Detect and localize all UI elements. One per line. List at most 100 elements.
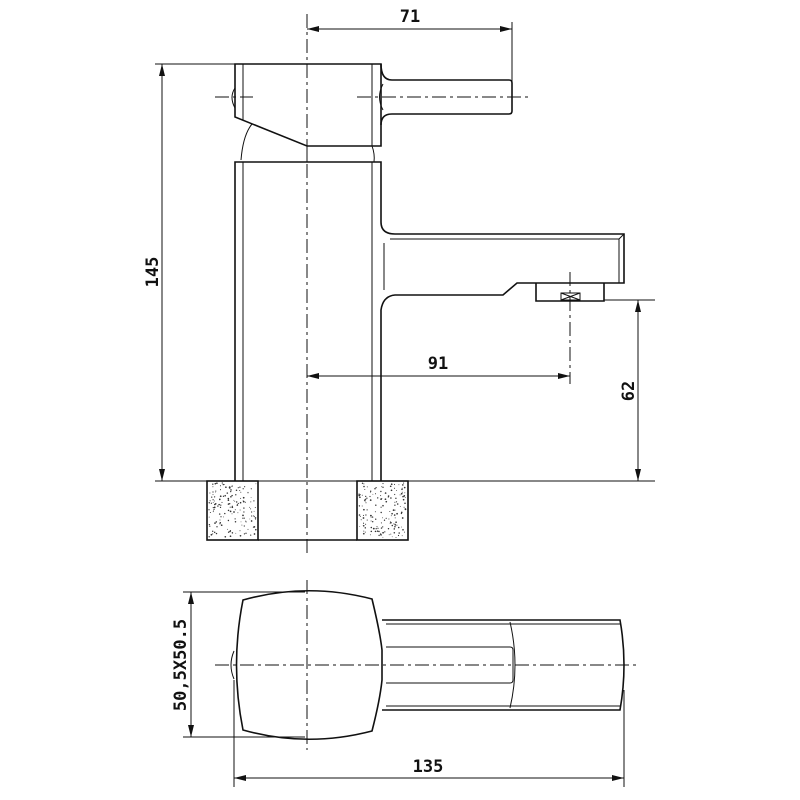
stone-texture-dot bbox=[212, 530, 214, 532]
stone-texture-dot bbox=[364, 498, 367, 501]
stone-texture-dot bbox=[231, 506, 234, 509]
stone-texture-dot bbox=[363, 483, 365, 485]
stone-texture-dot bbox=[388, 534, 390, 536]
stone-texture-dot bbox=[250, 488, 252, 490]
stone-texture-dot bbox=[242, 500, 244, 502]
stone-texture-dot bbox=[219, 506, 222, 509]
stone-texture-dot bbox=[404, 497, 406, 499]
stone-texture-dot bbox=[219, 485, 222, 487]
stone-texture-dot bbox=[374, 488, 376, 490]
stone-texture-dot bbox=[365, 495, 367, 498]
top-view: 50,5X50.5 135 bbox=[171, 580, 640, 787]
stone-texture-dot bbox=[214, 482, 217, 485]
stone-texture-dot bbox=[394, 493, 396, 496]
stone-texture-dot bbox=[213, 506, 216, 509]
stone-texture-dot bbox=[233, 499, 235, 501]
stone-texture-dot bbox=[234, 500, 236, 502]
stone-texture-dot bbox=[220, 516, 222, 518]
stone-texture-dot bbox=[366, 519, 368, 521]
stone-texture-dot bbox=[208, 523, 211, 526]
stone-texture-dot bbox=[243, 517, 245, 519]
stone-texture-dot bbox=[376, 526, 378, 528]
stone-texture-dot bbox=[212, 499, 214, 501]
dimension-62: 62 bbox=[604, 299, 655, 481]
stone-texture-dot bbox=[249, 506, 251, 508]
stone-texture-dot bbox=[402, 498, 405, 501]
stone-texture-dot bbox=[240, 521, 242, 523]
stone-texture-dot bbox=[396, 512, 398, 515]
stone-texture-dot bbox=[366, 509, 368, 511]
stone-texture-dot bbox=[394, 509, 396, 511]
handle-cap bbox=[215, 63, 382, 163]
stone-texture-dot bbox=[212, 511, 214, 513]
stone-texture-dot bbox=[377, 527, 379, 529]
stone-texture-dot bbox=[380, 490, 382, 493]
stone-texture-dot bbox=[212, 491, 214, 493]
stone-texture-dot bbox=[393, 487, 396, 489]
stone-texture-dot bbox=[231, 505, 233, 507]
stone-texture-dot bbox=[395, 497, 397, 500]
stone-texture-dot bbox=[245, 532, 247, 534]
stone-texture-dot bbox=[389, 485, 392, 488]
stone-texture-dot bbox=[375, 518, 377, 520]
stone-texture-dot bbox=[255, 528, 257, 531]
stone-texture-dot bbox=[396, 524, 398, 526]
handle-lever bbox=[357, 63, 528, 126]
stone-texture-dot bbox=[361, 505, 363, 507]
stone-texture-dot bbox=[238, 502, 240, 504]
stone-texture-dot bbox=[359, 526, 361, 527]
stone-texture-dot bbox=[215, 490, 217, 492]
stone-texture-dot bbox=[358, 505, 361, 507]
stone-texture-dot bbox=[243, 525, 245, 527]
stone-texture-dot bbox=[210, 533, 213, 536]
stone-texture-dot bbox=[401, 535, 403, 537]
stone-texture-dot bbox=[390, 533, 392, 535]
stone-texture-dot bbox=[241, 524, 243, 526]
stone-texture-dot bbox=[383, 519, 386, 521]
stone-texture-dot bbox=[228, 486, 231, 488]
stone-texture-dot bbox=[227, 519, 230, 522]
stone-texture-dot bbox=[209, 525, 211, 527]
stone-texture-dot bbox=[398, 532, 400, 534]
stone-texture-dot bbox=[221, 501, 223, 503]
stone-texture-dot bbox=[382, 483, 384, 485]
stone-texture-dot bbox=[235, 489, 238, 492]
stone-texture-dot bbox=[404, 492, 406, 494]
stone-texture-dot bbox=[212, 501, 214, 503]
stone-texture-dot bbox=[370, 490, 372, 492]
stone-texture-dot bbox=[242, 488, 244, 490]
side-view: 71 145 91 62 bbox=[143, 7, 655, 556]
dimension-label-145: 145 bbox=[143, 257, 163, 288]
stone-texture-dot bbox=[213, 496, 216, 498]
stone-texture-dot bbox=[390, 497, 392, 499]
stone-texture-dot bbox=[384, 492, 387, 494]
stone-texture-dot bbox=[249, 518, 251, 520]
stone-texture-dot bbox=[402, 495, 404, 498]
stone-texture-dot bbox=[400, 511, 403, 514]
stone-texture-dot bbox=[364, 531, 366, 533]
stone-texture-dot bbox=[239, 534, 242, 537]
dimension-label-62: 62 bbox=[619, 381, 639, 401]
stone-texture-dot bbox=[245, 520, 247, 522]
stone-texture-dot bbox=[382, 504, 384, 507]
stone-texture-dot bbox=[363, 508, 365, 511]
stone-texture-dot bbox=[217, 505, 219, 507]
stone-texture-dot bbox=[380, 495, 382, 497]
stone-texture-dot bbox=[364, 489, 366, 490]
stone-texture-dot bbox=[229, 503, 231, 505]
stone-texture-dot bbox=[240, 497, 242, 499]
stone-texture-dot bbox=[381, 486, 383, 488]
stone-texture-dot bbox=[212, 509, 214, 511]
stone-texture-dot bbox=[392, 509, 395, 511]
stone-texture-dot bbox=[234, 521, 237, 523]
stone-texture-dot bbox=[395, 537, 397, 538]
stone-texture-dot bbox=[362, 514, 365, 516]
stone-texture-dot bbox=[230, 496, 232, 498]
stone-texture-dot bbox=[394, 501, 396, 503]
stone-texture-dot bbox=[380, 498, 382, 500]
stone-texture-dot bbox=[391, 536, 393, 538]
stone-texture-dot bbox=[393, 514, 396, 516]
stone-texture-dot bbox=[378, 534, 380, 537]
stone-texture-dot bbox=[209, 511, 211, 514]
